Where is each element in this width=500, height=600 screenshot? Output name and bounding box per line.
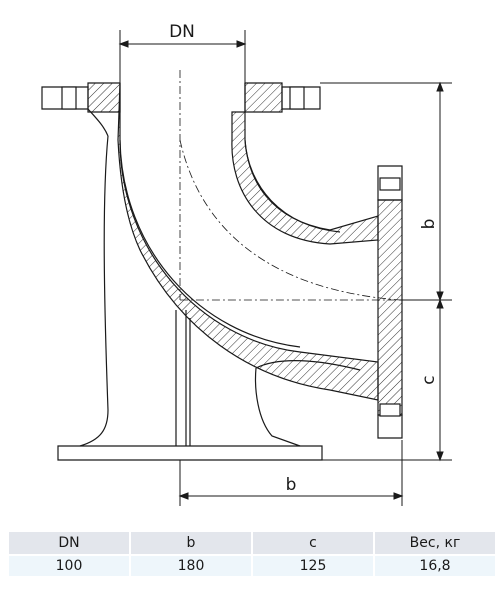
spec-table-header-row: DN b c Вес, кг	[9, 532, 495, 554]
duckfoot-bend-drawing: DN b c b	[41, 22, 452, 506]
side-flange	[377, 165, 403, 439]
dim-label-b-horizontal: b	[286, 475, 297, 495]
cell-c: 125	[253, 556, 373, 576]
cell-b: 180	[131, 556, 251, 576]
spec-table: DN b c Вес, кг 100 180 125 16,8	[7, 530, 497, 578]
top-flange	[41, 82, 321, 137]
header-dn: DN	[9, 532, 129, 554]
cell-weight: 16,8	[375, 556, 495, 576]
bend-body	[117, 82, 379, 401]
header-weight: Вес, кг	[375, 532, 495, 554]
header-b: b	[131, 532, 251, 554]
dim-label-dn: DN	[169, 22, 195, 42]
foot-support	[57, 135, 361, 461]
cell-dn: 100	[9, 556, 129, 576]
dim-label-b-vertical: b	[419, 219, 439, 230]
table-row: 100 180 125 16,8	[9, 556, 495, 576]
header-c: c	[253, 532, 373, 554]
dim-label-c-vertical: c	[419, 375, 439, 384]
dimension-lines	[118, 30, 452, 506]
center-lines	[179, 70, 401, 301]
